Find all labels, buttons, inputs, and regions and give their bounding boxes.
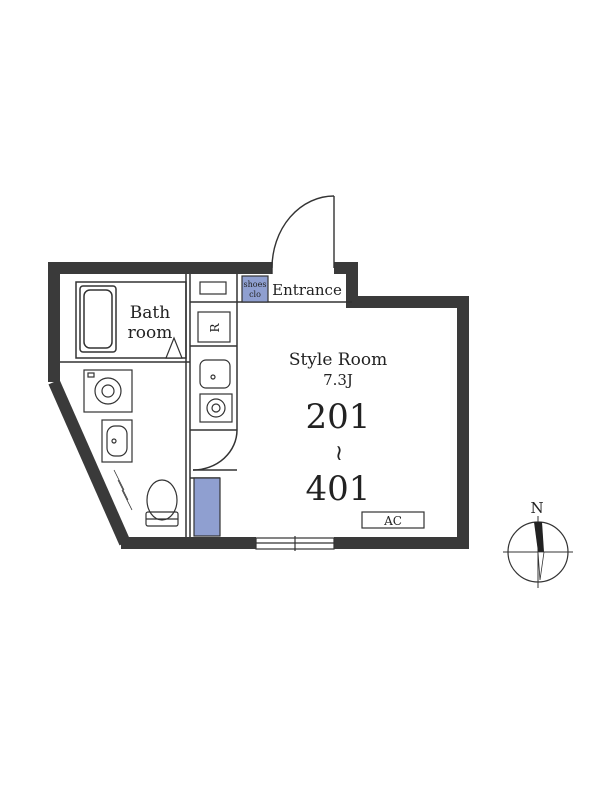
exterior-walls <box>48 262 469 549</box>
unit-number-separator: ≀ <box>335 441 343 466</box>
kitchen-sink <box>199 359 231 389</box>
bathroom-label-line2: room <box>128 323 173 343</box>
wash-basin <box>101 419 133 463</box>
shoes-closet-label-line1: shoes <box>244 280 267 289</box>
ac-label: AC <box>383 514 402 528</box>
unit-number-from: 201 <box>306 397 371 437</box>
room-closet <box>193 477 221 537</box>
entrance-door <box>271 195 335 274</box>
toilet <box>145 479 179 527</box>
washing-machine <box>83 369 133 413</box>
ac-box <box>361 511 425 529</box>
bathroom-door-wedge <box>165 336 183 359</box>
main-room-name: Style Room <box>289 350 387 370</box>
door-swing-arc <box>271 195 335 269</box>
bathtub <box>79 285 117 353</box>
toilet-door-swing <box>192 429 238 471</box>
fridge-label: R <box>208 323 222 333</box>
fridge-box <box>197 311 231 343</box>
stove <box>199 393 233 423</box>
compass-needle-icon <box>534 522 544 552</box>
main-room-size: 7.3J <box>323 371 353 389</box>
bathtub-inner <box>83 289 113 349</box>
compass-needle-tail <box>537 551 545 581</box>
compass: N <box>503 499 573 588</box>
bathroom-label-line1: Bath <box>130 303 170 323</box>
shoes-closet <box>241 275 269 303</box>
shoes-closet-label-line2: clo <box>249 290 261 299</box>
compass-north-label: N <box>530 499 543 517</box>
entrance-label: Entrance <box>272 281 342 299</box>
shelf-box <box>199 281 227 295</box>
unit-number-to: 401 <box>306 469 371 509</box>
window-bottom <box>255 536 335 551</box>
wall-left-diagonal <box>48 379 131 546</box>
hatch <box>113 469 133 511</box>
